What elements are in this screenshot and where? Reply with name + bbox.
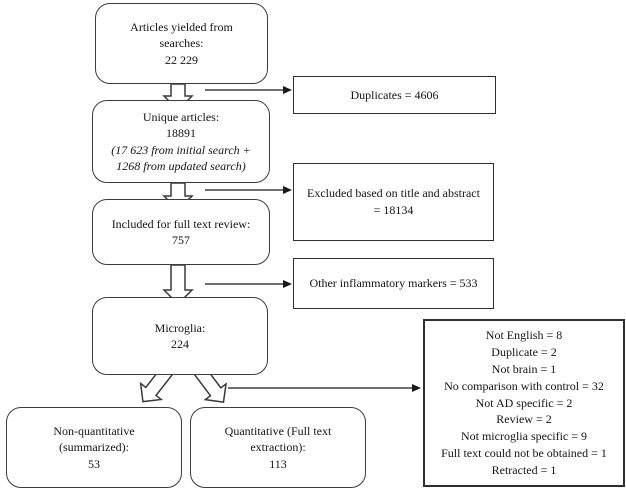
node-microglia: Microglia: 224 bbox=[92, 297, 268, 375]
node-unique-articles: Unique articles:18891 (17 623 from initi… bbox=[92, 100, 270, 183]
exclusion-fulltext-reasons: Not English = 8 Duplicate = 2 Not brain = … bbox=[423, 319, 625, 487]
exclusion-other-markers-text: Other inflammatory markers = 533 bbox=[309, 276, 478, 291]
text-line: Not microglia specific = 9 bbox=[460, 429, 588, 444]
text-line: No comparison with control = 32 bbox=[444, 378, 604, 393]
thin-arrowhead-other-markers bbox=[283, 280, 292, 288]
text-line: 22 229 bbox=[165, 52, 198, 67]
text-line: Not AD specific = 2 bbox=[475, 395, 573, 410]
text-line: Included for full text review: bbox=[111, 216, 251, 231]
exclusion-fulltext-reasons-text: Not English = 8 Duplicate = 2 Not brain = … bbox=[431, 327, 617, 478]
text-line: extraction): bbox=[250, 440, 306, 455]
node-unique-articles-subtext: (17 623 from initial search +1268 from u… bbox=[99, 142, 263, 174]
text-line: Unique articles: bbox=[142, 110, 220, 125]
text-line: 113 bbox=[269, 456, 287, 471]
text-line: Review = 2 bbox=[496, 412, 552, 427]
exclusion-title-abstract: Excluded based on title and abstract = 18… bbox=[293, 163, 494, 241]
text-line: 1268 from updated search) bbox=[116, 158, 246, 173]
exclusion-other-markers: Other inflammatory markers = 533 bbox=[293, 258, 494, 309]
node-unique-articles-text: Unique articles:18891 bbox=[99, 109, 263, 141]
text-line: Articles yielded from bbox=[130, 20, 233, 35]
node-fulltext-review-text: Included for full text review: 757 bbox=[99, 216, 263, 248]
text-line: 224 bbox=[171, 337, 189, 351]
text-line: Non-quantitative bbox=[53, 424, 135, 439]
text-line: (summarized): bbox=[59, 440, 129, 455]
text-line: Full text could not be obtained = 1 bbox=[441, 445, 607, 460]
node-non-quantitative: Non-quantitative(summarized):53 bbox=[6, 407, 182, 488]
text-line: 18891 bbox=[166, 126, 196, 141]
text-line: Quantitative (Full text bbox=[224, 424, 332, 439]
text-line: 53 bbox=[88, 456, 100, 471]
text-line: Microglia: bbox=[154, 320, 206, 335]
exclusion-title-abstract-text: Excluded based on title and abstract = 18… bbox=[300, 185, 487, 218]
text-line: searches: bbox=[159, 36, 204, 51]
text-line: Not brain = 1 bbox=[491, 362, 557, 376]
thin-arrowhead-fulltext-reasons bbox=[412, 384, 421, 392]
node-fulltext-review: Included for full text review: 757 bbox=[92, 199, 270, 265]
node-non-quantitative-text: Non-quantitative(summarized):53 bbox=[13, 423, 175, 472]
text-line: Not English = 8 bbox=[485, 328, 563, 343]
text-line: 757 bbox=[172, 233, 190, 247]
text-line: (17 623 from initial search + bbox=[111, 142, 251, 157]
text-line: Duplicate = 2 bbox=[491, 345, 557, 360]
exclusion-duplicates: Duplicates = 4606 bbox=[293, 76, 496, 114]
thin-arrowhead-title-abstract bbox=[283, 186, 292, 194]
exclusion-duplicates-text: Duplicates = 4606 bbox=[350, 87, 439, 102]
text-line: Retracted = 1 bbox=[491, 462, 557, 477]
node-microglia-text: Microglia: 224 bbox=[99, 320, 261, 352]
thin-arrowhead-duplicates bbox=[283, 86, 292, 94]
text-line: Excluded based on title and abstract bbox=[307, 186, 480, 201]
text-line: = 18134 bbox=[373, 203, 414, 217]
